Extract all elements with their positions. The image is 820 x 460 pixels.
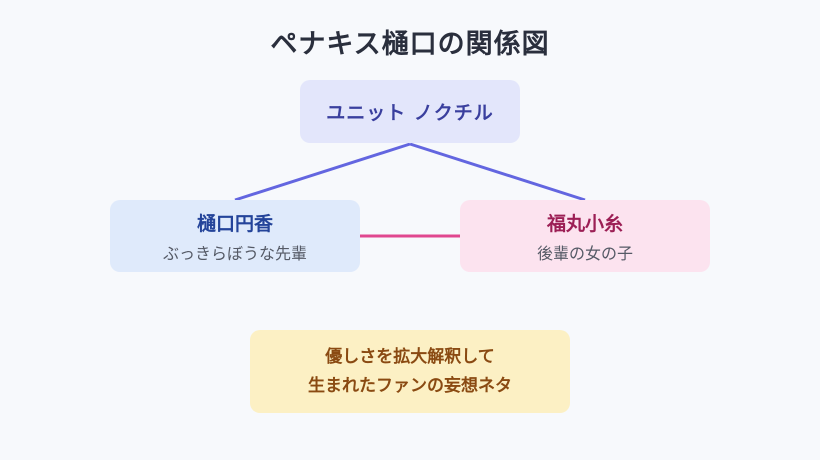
link-unit-to-madoka xyxy=(234,142,411,202)
node-koito-label: 福丸小糸 xyxy=(546,212,623,235)
link-unit-to-koito xyxy=(409,142,586,202)
node-fukumaru-koito: 福丸小糸 後輩の女の子 xyxy=(460,200,710,272)
note-line-2: 生まれたファンの妄想ネタ xyxy=(308,375,512,396)
node-koito-description: 後輩の女の子 xyxy=(536,243,633,263)
node-madoka-description: ぶっきらぼうな先輩 xyxy=(162,243,307,263)
node-higuchi-madoka: 樋口円香 ぶっきらぼうな先輩 xyxy=(110,200,360,272)
diagram-title: ペナキス樋口の関係図 xyxy=(270,29,550,60)
note-box: 優しさを拡大解釈して 生まれたファンの妄想ネタ xyxy=(250,330,570,413)
node-unit-label: ユニット ノクチル xyxy=(326,102,494,124)
node-madoka-label: 樋口円香 xyxy=(196,212,273,235)
node-unit-noctchill: ユニット ノクチル xyxy=(300,80,520,143)
note-line-1: 優しさを拡大解釈して xyxy=(325,346,495,367)
